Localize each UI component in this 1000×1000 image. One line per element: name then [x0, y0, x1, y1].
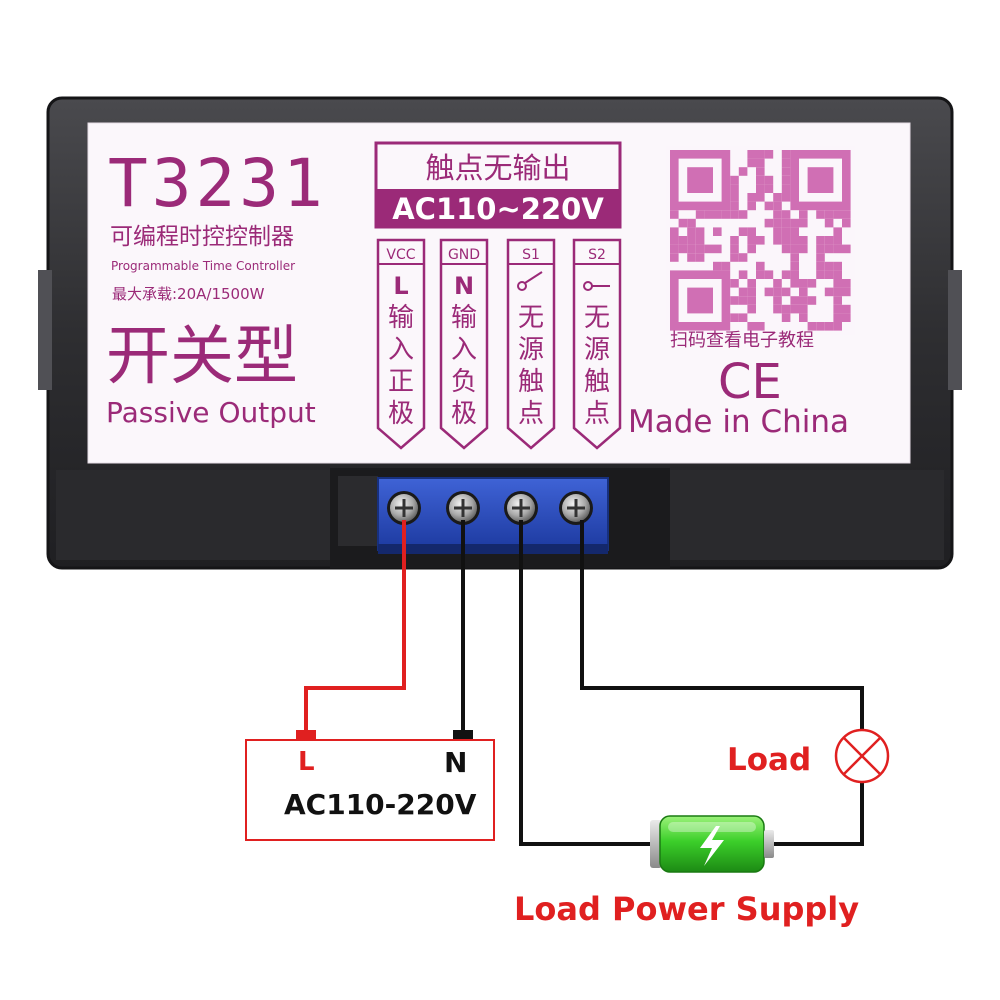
terminal-char: 触: [518, 367, 544, 397]
terminal-char: 输: [451, 303, 477, 333]
screw-icon[interactable]: [387, 491, 421, 525]
live-wire: [304, 520, 406, 734]
supply-l-label: L: [298, 747, 315, 777]
qr-code: [666, 146, 855, 335]
load-wire: [580, 520, 864, 730]
terminal-id: GND: [448, 247, 480, 263]
title-english: Programmable Time Controller: [111, 259, 295, 273]
supply-n-label: N: [444, 746, 467, 779]
terminal-char: 点: [584, 399, 610, 429]
terminal-letter: N: [454, 272, 474, 300]
lamp-icon: [834, 728, 890, 784]
terminal-id: S2: [588, 247, 606, 263]
terminal-char: 负: [451, 367, 477, 397]
made-in-text: Made in China: [628, 404, 849, 440]
screw-icon[interactable]: [559, 491, 593, 525]
terminal-char: 极: [451, 399, 477, 429]
model-number: T3231: [108, 145, 327, 222]
terminal-letter: L: [393, 272, 408, 300]
title-chinese: 可编程时控控制器: [110, 224, 294, 250]
terminal-char: 入: [388, 335, 414, 365]
terminal-char: 源: [518, 335, 544, 365]
ce-mark: CE: [718, 354, 782, 410]
battery-icon: [650, 815, 774, 873]
mains-supply-box: L N AC110-220V: [245, 739, 495, 841]
terminal-char: 入: [451, 335, 477, 365]
terminal-char: 无: [518, 303, 544, 333]
device-label: T3231 可编程时控控制器 Programmable Time Control…: [87, 122, 911, 464]
type-english: Passive Output: [106, 396, 316, 429]
qr-caption: 扫码查看电子教程: [670, 330, 814, 351]
load-power-supply-label: Load Power Supply: [514, 890, 859, 928]
load-label: Load: [727, 742, 811, 778]
max-load-rating: 最大承载:20A/1500W: [112, 285, 265, 303]
lightning-icon: [700, 826, 724, 866]
terminal-block: [330, 468, 670, 568]
terminal-char: 源: [584, 335, 610, 365]
terminal-char: 触: [584, 367, 610, 397]
output-spec-box: 触点无输出 AC110~220V: [374, 141, 622, 229]
screw-icon[interactable]: [446, 491, 480, 525]
return-wire: [772, 782, 864, 846]
supply-voltage-label: AC110-220V: [284, 788, 477, 821]
voltage-range-text: AC110~220V: [392, 192, 604, 226]
contact-open-icon: [583, 281, 610, 291]
terminal-id: S1: [522, 247, 540, 263]
terminal-char: 点: [518, 399, 544, 429]
terminal-char: 极: [388, 399, 414, 429]
terminal-char: 输: [388, 303, 414, 333]
wires: [296, 520, 864, 846]
contact-output-text: 触点无输出: [425, 151, 570, 185]
terminal-char: 正: [388, 367, 414, 397]
screw-icon[interactable]: [504, 491, 538, 525]
load-supply-wire: [519, 520, 656, 846]
neutral-terminal-pin: [453, 730, 473, 740]
terminal-id: VCC: [386, 247, 415, 263]
live-terminal-pin: [296, 730, 316, 740]
terminal-char: 无: [584, 303, 610, 333]
contact-closed-icon: [517, 271, 543, 291]
type-chinese: 开关型: [106, 320, 298, 394]
